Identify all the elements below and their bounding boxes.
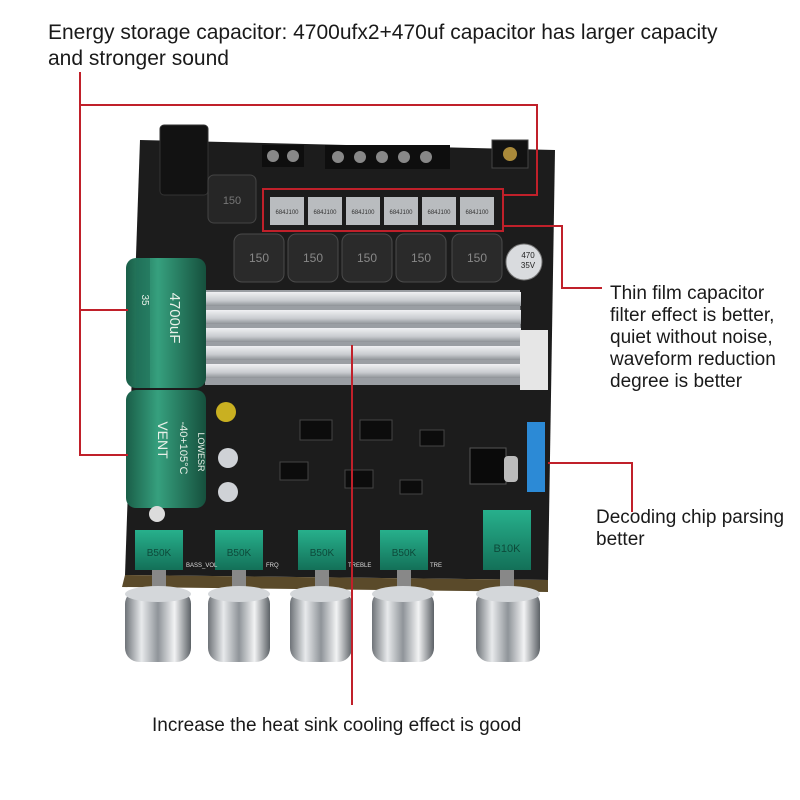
svg-text:150: 150 <box>467 251 487 265</box>
svg-text:684J100: 684J100 <box>389 210 413 216</box>
ic-1 <box>299 419 333 441</box>
inductor-small-label: 150 <box>223 195 241 207</box>
svg-text:470: 470 <box>521 251 535 260</box>
svg-text:4700uF: 4700uF <box>166 293 183 344</box>
thin-film-annotation: Thin film capacitor filter effect is bet… <box>610 283 776 392</box>
small-cap-grey-2 <box>218 482 238 502</box>
svg-text:LOWESR: LOWESR <box>196 432 206 472</box>
svg-text:B10K: B10K <box>494 543 522 555</box>
silk-tre: TRE <box>430 563 442 569</box>
small-cap-grey-1 <box>218 448 238 468</box>
svg-text:684J100: 684J100 <box>465 210 489 216</box>
inductor-row: 150 150 150 150 150 <box>233 233 503 283</box>
callout-lines <box>79 72 633 705</box>
ic-5 <box>344 469 374 489</box>
big-capacitor-b: VENT -40+105°C LOWESR <box>126 390 206 508</box>
silk-frq: FRQ <box>266 563 279 569</box>
svg-text:35: 35 <box>139 294 150 306</box>
svg-text:150: 150 <box>357 251 377 265</box>
svg-text:150: 150 <box>303 251 323 265</box>
svg-text:VENT: VENT <box>155 421 171 459</box>
svg-text:150: 150 <box>249 251 269 265</box>
thin-film-callout <box>503 225 602 289</box>
decoding-chip-callout <box>548 462 633 512</box>
inductor-small <box>207 174 257 224</box>
bluetooth-antenna <box>527 422 545 492</box>
heat-sink-side <box>520 330 548 390</box>
ic-4 <box>279 461 309 481</box>
svg-text:150: 150 <box>411 251 431 265</box>
svg-text:684J100: 684J100 <box>427 210 451 216</box>
svg-text:B50K: B50K <box>392 548 417 559</box>
film-capacitor-highlight <box>262 188 504 232</box>
ic-6 <box>399 479 423 495</box>
dc-jack <box>159 124 209 196</box>
knob-row <box>125 586 540 662</box>
svg-text:B50K: B50K <box>147 548 172 559</box>
svg-text:B50K: B50K <box>310 548 335 559</box>
ic-2 <box>359 419 393 441</box>
small-capacitor <box>505 243 543 281</box>
crystal <box>504 456 518 482</box>
ic-3 <box>419 429 445 447</box>
decoder-chip <box>469 447 507 485</box>
capacitor-annotation: Energy storage capacitor: 4700ufx2+470uf… <box>48 21 718 70</box>
svg-text:684J100: 684J100 <box>313 210 337 216</box>
decoding-chip-annotation: Decoding chip parsing better <box>596 507 785 550</box>
film-capacitor-row: 684J100 684J100 684J100 684J100 684J100 … <box>270 197 494 225</box>
silk-treble: TREBLE <box>348 563 371 569</box>
silk-bass: BASS_VOL <box>186 563 218 569</box>
heat-sink-annotation: Increase the heat sink cooling effect is… <box>152 715 522 736</box>
small-cap-yellow <box>216 402 236 422</box>
potentiometer-row: B50K B50K B50K B50K B10K <box>135 510 531 570</box>
big-capacitor-a: 4700uF 35 <box>126 258 206 388</box>
small-cap-white <box>149 506 165 522</box>
heat-sink <box>205 290 522 385</box>
svg-text:-40+105°C: -40+105°C <box>177 421 189 474</box>
svg-text:684J100: 684J100 <box>351 210 375 216</box>
svg-text:35V: 35V <box>521 261 536 270</box>
capacitor-callout <box>79 72 128 456</box>
svg-text:B50K: B50K <box>227 548 252 559</box>
svg-text:684J100: 684J100 <box>275 210 299 216</box>
